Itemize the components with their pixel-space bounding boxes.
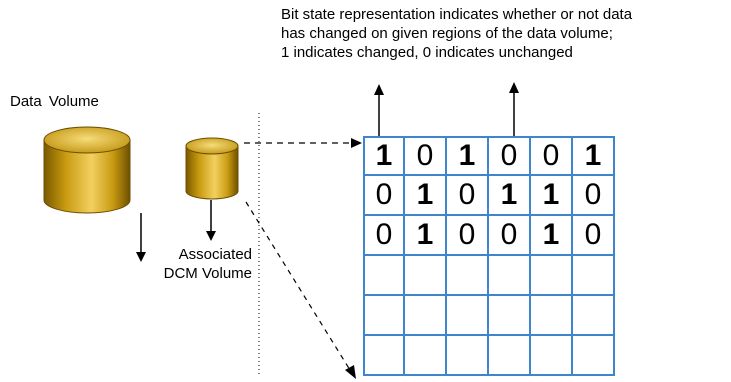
bit-state-caption: Bit state representation indicates wheth… (281, 5, 731, 62)
bitmap-cell (447, 296, 489, 336)
bitmap-cell: 1 (489, 176, 531, 216)
bitmap-cell (363, 296, 405, 336)
data-volume-label: Data Volume (10, 93, 99, 110)
bitmap-cell (489, 256, 531, 296)
bitmap-cell: 0 (489, 136, 531, 176)
bitmap-cell (447, 256, 489, 296)
bitmap-cell: 1 (363, 136, 405, 176)
bitmap-cell: 0 (573, 176, 615, 216)
bitmap-cell (363, 256, 405, 296)
bitmap-cell (531, 336, 573, 376)
bitmap-cell (363, 336, 405, 376)
caption-line-3: 1 indicates changed, 0 indicates unchang… (281, 44, 573, 61)
bitmap-cell: 0 (573, 216, 615, 256)
caption-line-2: has changed on given regions of the data… (281, 25, 613, 42)
bitmap-cell (405, 296, 447, 336)
dcm-volume-cylinder (185, 137, 239, 200)
caption-arrow-left (374, 84, 384, 138)
dashed-arrow-to-bitmap-bottom (245, 201, 356, 379)
bitmap-cell: 0 (447, 216, 489, 256)
data-volume-down-arrow (136, 213, 146, 262)
bitmap-cell (447, 336, 489, 376)
bitmap-cell (531, 296, 573, 336)
bitmap-cell (573, 336, 615, 376)
bitmap-cell (405, 336, 447, 376)
bitmap-cell: 1 (447, 136, 489, 176)
bitmap-cell: 1 (531, 216, 573, 256)
caption-line-1: Bit state representation indicates wheth… (281, 6, 633, 23)
bitmap-cell (405, 256, 447, 296)
associated-label-line-2: DCM Volume (163, 265, 252, 282)
bitmap-cell: 1 (405, 216, 447, 256)
dashed-arrow-to-bitmap-top (244, 138, 362, 148)
bitmap-cell (573, 296, 615, 336)
caption-arrow-right (509, 82, 519, 138)
bitmap-cell (489, 336, 531, 376)
bitmap-cell: 0 (531, 136, 573, 176)
dcm-volume-down-arrow (206, 200, 216, 241)
associated-dcm-volume-label: Associated DCM Volume (130, 245, 252, 283)
bitmap-cell: 0 (447, 176, 489, 216)
bitmap-cell (531, 256, 573, 296)
bitmap-cell: 1 (405, 176, 447, 216)
bitmap-cell: 1 (573, 136, 615, 176)
bitmap-cell (489, 296, 531, 336)
bitmap-cell: 1 (531, 176, 573, 216)
associated-label-line-1: Associated (178, 246, 252, 263)
bitmap-cell: 0 (363, 216, 405, 256)
data-volume-cylinder (43, 126, 131, 214)
bitmap-cell: 0 (489, 216, 531, 256)
bitmap-cell: 0 (405, 136, 447, 176)
bitmap-cell: 0 (363, 176, 405, 216)
bitmap-cell (573, 256, 615, 296)
